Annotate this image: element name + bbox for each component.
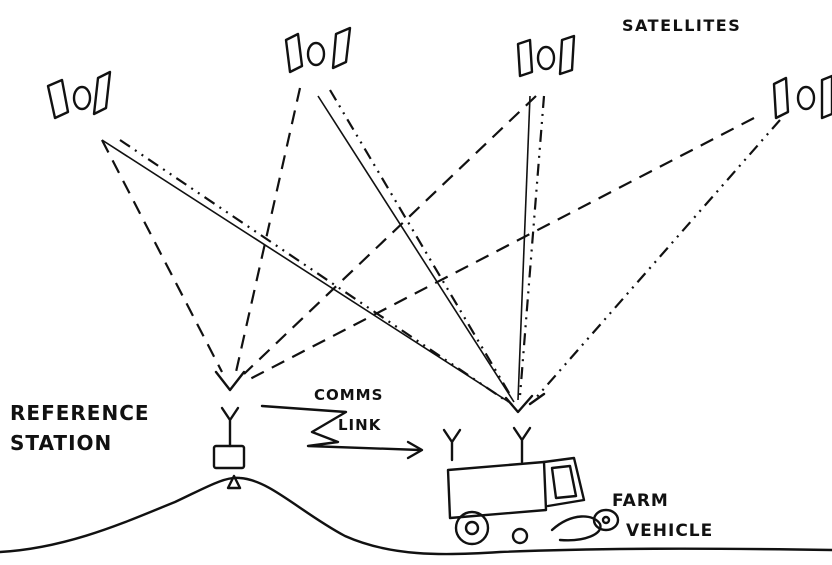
signal-sat2-to-vehicle-dashdot <box>330 90 512 398</box>
satellites-label: SATELLITES <box>622 16 741 35</box>
satellite-4 <box>774 76 832 118</box>
vehicle-antenna-right <box>514 428 530 462</box>
arrowhead-vehicle <box>506 394 544 412</box>
comms-link-label-line2: LINK <box>314 410 383 440</box>
satellite-2 <box>286 28 350 72</box>
satellite-1 <box>48 72 110 118</box>
farm-vehicle-label-line1: FARM <box>612 486 713 516</box>
farm-vehicle-label: FARM VEHICLE <box>612 486 713 546</box>
comms-link-label-line1: COMMS <box>314 380 383 410</box>
reference-station-label-line1: REFERENCE <box>10 398 150 428</box>
signal-sat4-to-vehicle <box>534 120 780 400</box>
vehicle-antenna-left <box>444 430 460 460</box>
farm-vehicle <box>448 458 618 544</box>
farm-vehicle-label-line2: VEHICLE <box>612 516 713 546</box>
signal-sat2-to-reference <box>236 88 300 372</box>
signal-sat3-to-vehicle <box>518 96 530 400</box>
reference-station-box <box>214 446 244 468</box>
reference-station-label-line2: STATION <box>10 428 150 458</box>
satellite-3 <box>518 36 574 76</box>
signal-sat4-to-reference <box>248 118 754 380</box>
signal-sat1-to-vehicle <box>102 140 512 404</box>
comms-link-label: COMMS LINK <box>314 380 383 440</box>
reference-station-label: REFERENCE STATION <box>10 398 150 458</box>
signal-sat2-to-vehicle <box>318 96 514 402</box>
signal-sat1-to-reference <box>102 140 222 372</box>
arrowhead-reference <box>216 372 244 390</box>
reference-station-antenna <box>222 408 238 446</box>
